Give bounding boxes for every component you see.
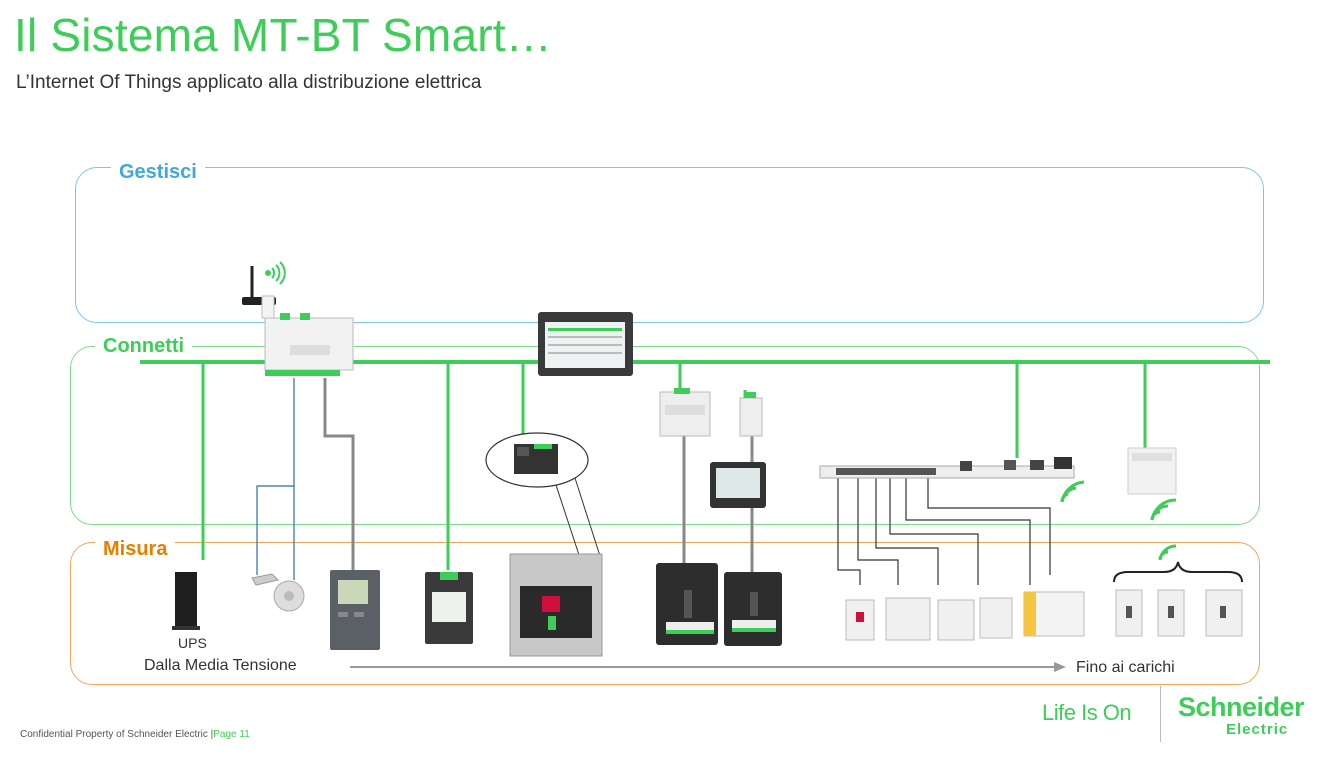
wireless-signal-icon [1060,480,1085,503]
modular-device-3 [937,599,975,641]
control-display-device [710,462,766,508]
moulded-case-breaker-2 [724,572,782,646]
zone-label-connetti: Connetti [95,336,193,356]
from-label: Dalla Media Tensione [144,657,297,674]
zone-gestisci [75,167,1264,323]
sensor-bracket-device [251,573,279,586]
modular-device-4 [979,597,1013,639]
wireless-breaker-2 [1157,589,1185,637]
blue-connections [256,378,295,580]
wifi-signal-icon [265,261,286,285]
moulded-case-breaker-1 [656,563,718,645]
wireless-breaker-1 [1115,589,1143,637]
page-subtitle: L’Internet Of Things applicato alla dist… [16,72,482,93]
grouping-brace [1113,561,1243,583]
air-circuit-breaker-device [509,553,603,657]
confidential-text: Confidential Property of Schneider Elect… [20,729,214,740]
brand-logo-name: Schneider [1178,692,1305,722]
page-number: Page 11 [213,729,250,740]
device-wiring [837,478,1051,585]
communication-module-2 [739,392,763,437]
wireless-breaker-3 [1205,589,1243,637]
ups-label: UPS [178,635,207,651]
zone-misura [70,542,1260,685]
to-label: Fino ai carichi [1076,659,1175,676]
green-connections [201,362,1147,570]
zone-label-misura: Misura [95,539,176,559]
communication-module-1 [659,388,711,437]
gray-connections [323,378,754,572]
distribution-busbar [819,457,1075,479]
wireless-signal-icon-3 [1158,544,1177,561]
power-meter-device [425,572,473,644]
footer-confidential: Confidential Property of Schneider Elect… [20,729,250,740]
temperature-sensor-device [273,580,305,612]
protection-relay-device [330,570,380,650]
zoom-callout [485,432,601,559]
wifi-gateway-device [242,266,354,376]
tagline-logo: Life Is On [1042,700,1132,725]
page-title: Il Sistema MT-BT Smart… [14,9,552,61]
ups-device [172,572,200,630]
energy-meter-device [1023,591,1085,637]
brand-divider [1160,686,1161,742]
flow-arrow [350,662,1066,672]
zone-label-gestisci: Gestisci [111,162,205,182]
wireless-signal-icon-2 [1150,498,1177,521]
modular-device-1 [845,599,875,641]
wireless-gateway-device [1127,447,1177,495]
modular-device-2 [885,597,931,641]
zone-connetti [70,346,1260,525]
touch-display-device [538,312,633,376]
brand-logo-subname: Electric [1226,721,1289,738]
